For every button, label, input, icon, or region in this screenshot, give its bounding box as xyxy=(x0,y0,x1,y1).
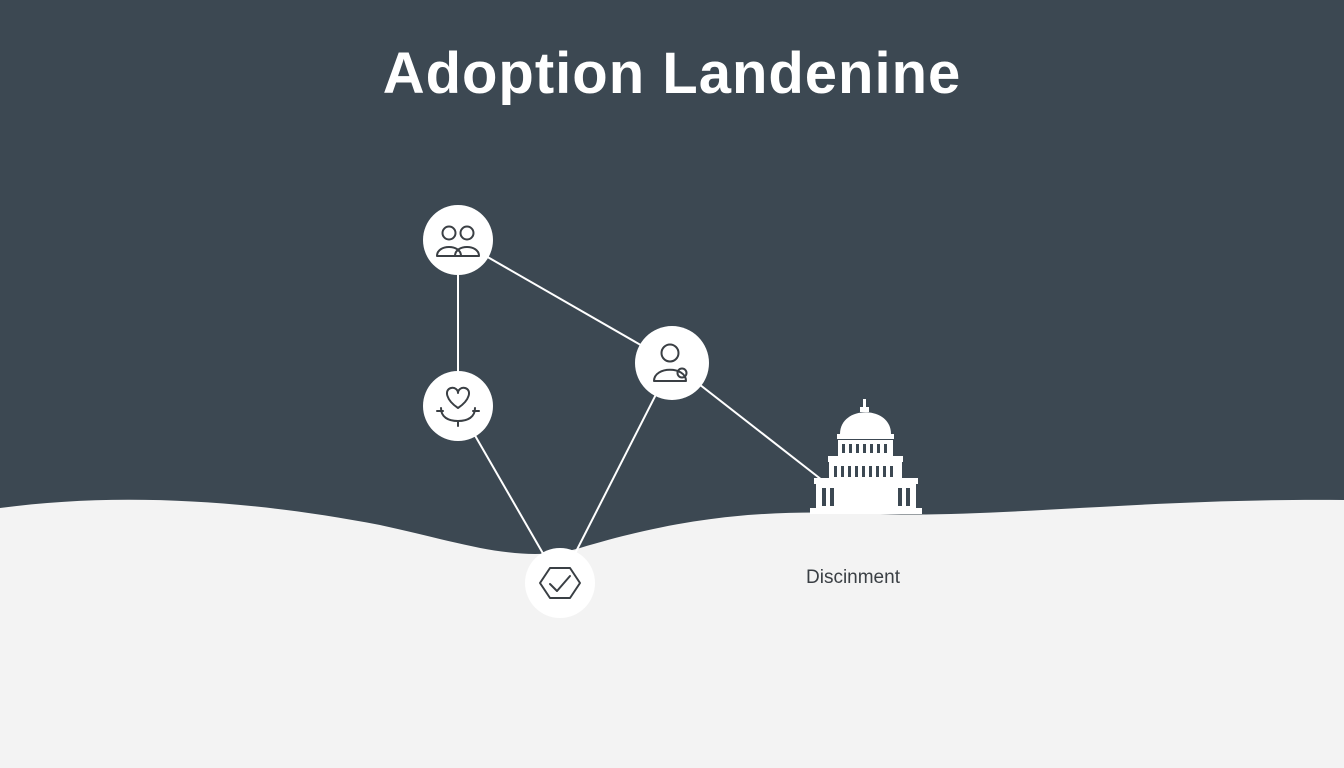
hexagon-check-icon xyxy=(539,567,581,599)
node-approval[interactable] xyxy=(525,548,595,618)
person-badge-icon xyxy=(653,343,688,382)
diagram-title: Adoption Landenine xyxy=(382,41,962,106)
capitol-building-icon[interactable] xyxy=(810,399,922,514)
node-care[interactable] xyxy=(423,371,493,441)
edge-family-caseworker xyxy=(457,239,673,364)
edge-caseworker-approval xyxy=(559,362,673,584)
government-caption: Discinment xyxy=(806,567,900,588)
node-family[interactable] xyxy=(423,205,493,275)
node-caseworker[interactable] xyxy=(635,326,709,400)
heart-hands-icon xyxy=(436,386,480,427)
ground-wave xyxy=(0,499,1344,768)
two-people-icon xyxy=(436,225,480,257)
